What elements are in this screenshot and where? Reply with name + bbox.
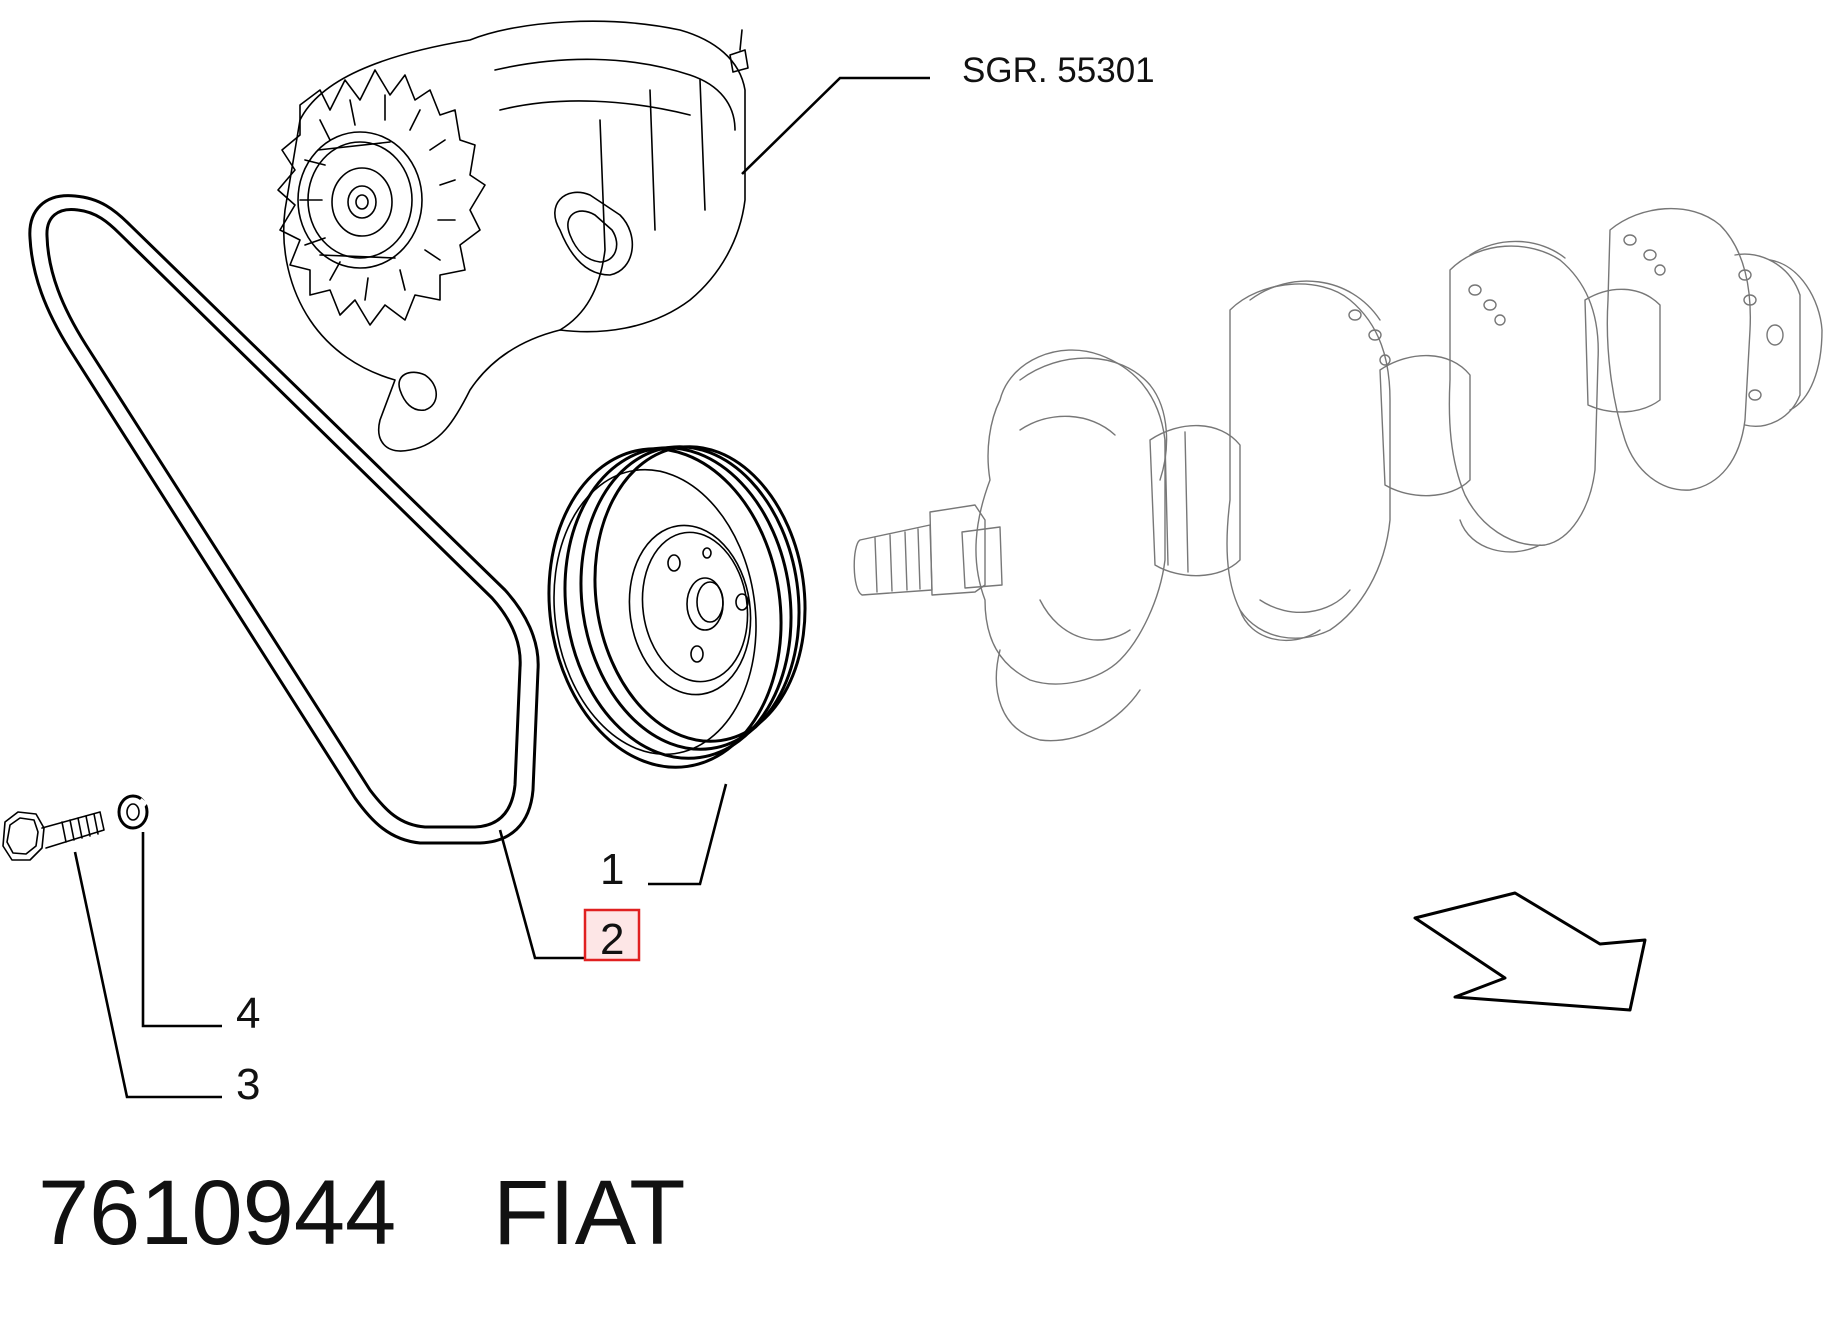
- direction-arrow-icon: [1413, 891, 1647, 1012]
- leader-lines: [73, 76, 930, 1099]
- alternator-icon: [277, 20, 749, 452]
- callout-1[interactable]: 1: [600, 845, 624, 894]
- crankshaft-icon: [853, 207, 1823, 742]
- reference-label: SGR. 55301: [962, 51, 1155, 90]
- callout-4[interactable]: 4: [236, 989, 260, 1038]
- callout-2[interactable]: 2: [600, 915, 624, 964]
- bolt-icon: [2, 811, 105, 861]
- callout-3[interactable]: 3: [236, 1060, 260, 1109]
- crankshaft-pulley-icon: [547, 445, 807, 769]
- callout-2-highlight[interactable]: [583, 908, 641, 962]
- drive-belt-icon: [28, 194, 540, 845]
- washer-icon: [117, 794, 149, 830]
- part-number: 7610944: [38, 1162, 396, 1264]
- brand-label: FIAT: [493, 1162, 686, 1264]
